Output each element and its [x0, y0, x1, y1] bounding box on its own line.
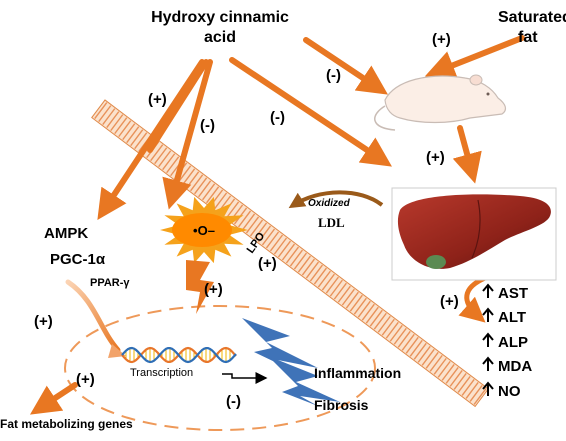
sign-satfat-rat: (+) — [432, 31, 451, 48]
inflammation-bolts — [242, 318, 340, 406]
saturated-fat-line1: Saturated — [498, 9, 566, 26]
sign-rat-liver: (+) — [426, 149, 445, 166]
oxidized-label: Oxidized — [308, 198, 351, 209]
ros-starburst — [160, 196, 248, 264]
saturated-fat-line2: fat — [518, 29, 538, 46]
fat-genes-label: Fat metabolizing genes — [0, 417, 133, 431]
sign-acid-rat: (-) — [326, 67, 341, 84]
arrow-ppar-to-nucleus — [65, 279, 121, 353]
arrow-acid-to-liver — [229, 57, 392, 167]
marker-alt: ALT — [482, 307, 526, 326]
rat-illustration — [374, 74, 507, 131]
arrow-acid-to-rat — [303, 37, 388, 95]
ldl-label: LDL — [318, 215, 345, 230]
marker-alp-label: ALP — [498, 334, 528, 351]
arrows — [97, 35, 525, 221]
liver-markers: AST ALT ALP MDA NO — [482, 283, 532, 400]
transcription-label: Transcription — [130, 367, 193, 379]
marker-ast: AST — [482, 283, 528, 302]
marker-ast-label: AST — [498, 285, 528, 302]
marker-no: NO — [482, 381, 521, 400]
marker-mda-label: MDA — [498, 358, 532, 375]
arrow-rat-to-liver — [452, 125, 482, 184]
inflammation-label: Inflammation — [314, 365, 401, 381]
marker-no-label: NO — [498, 383, 521, 400]
title-line2: acid — [204, 29, 236, 46]
sign-liver-enzymes: (+) — [440, 293, 459, 310]
arrow-acid-to-ampk — [97, 59, 205, 221]
nucleus-outline — [64, 305, 376, 431]
sign-acid-ros: (-) — [200, 117, 215, 134]
arrow-satfat-to-rat — [424, 35, 525, 80]
title-line1: Hydroxy cinnamic — [151, 9, 289, 26]
sign-ros-nucleus: (+) — [204, 281, 223, 298]
sign-ampk-genes-top: (+) — [34, 313, 53, 330]
marker-alt-label: ALT — [498, 309, 526, 326]
ros-label: •O– — [193, 223, 215, 238]
sign-ldl-ros: (+) — [258, 255, 277, 272]
arrow-acid-to-ros — [162, 59, 213, 210]
marker-alp: ALP — [482, 332, 528, 351]
arrow-acid-to-membrane — [147, 59, 209, 153]
sign-acid-ampk: (+) — [148, 91, 167, 108]
liver-illustration — [391, 187, 557, 281]
fibrosis-label: Fibrosis — [314, 397, 369, 413]
ppar-label: PPAR-γ — [90, 277, 130, 289]
ros-damage-bolt — [186, 260, 214, 314]
sign-acid-liver: (-) — [270, 109, 285, 126]
ampk-label: AMPK — [44, 225, 88, 242]
pgc-label: PGC-1α — [50, 251, 106, 268]
arrow-ampk-to-genes — [29, 382, 78, 415]
dna-helix — [121, 346, 237, 364]
transcription-arrow — [222, 372, 268, 384]
arrow-ldl-to-ros — [288, 190, 384, 209]
sign-ampk-genes-bottom: (+) — [76, 371, 95, 388]
sign-transcription: (-) — [226, 393, 241, 410]
arrow-liver-to-markers — [458, 275, 487, 323]
marker-mda: MDA — [482, 356, 532, 375]
